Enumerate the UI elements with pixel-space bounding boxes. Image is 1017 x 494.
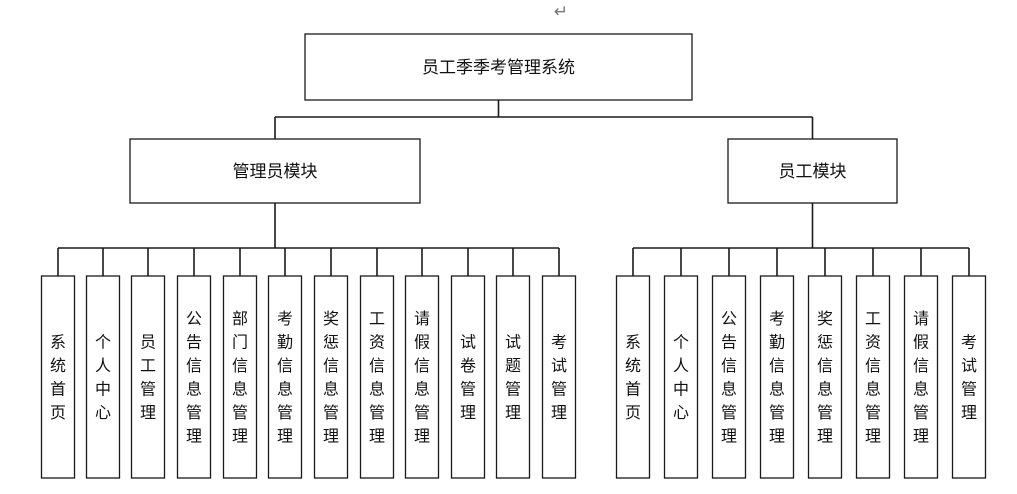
- leaf-node-0-7-frame: [359, 275, 395, 479]
- leaf-node-0-3-label: 公告信息管理: [186, 309, 202, 446]
- leaf-node-1-0-label: 系统首页: [625, 333, 641, 423]
- module-node-1-frame: [727, 138, 898, 204]
- leaf-node-0-1: 个人中心: [85, 275, 121, 479]
- leaf-node-1-0: 系统首页: [615, 275, 651, 479]
- leaf-node-0-7: 工资信息管理: [359, 275, 395, 479]
- leaf-node-1-5-label: 工资信息管理: [865, 309, 881, 446]
- leaf-node-1-1-label: 个人中心: [673, 333, 689, 423]
- leaf-node-0-0-label: 系统首页: [50, 333, 66, 423]
- leaf-node-1-7-frame: [951, 275, 987, 479]
- leaf-node-1-1: 个人中心: [663, 275, 699, 479]
- leaf-node-1-6-label: 请假信息管理: [913, 309, 929, 446]
- leaf-node-1-7: 考试管理: [951, 275, 987, 479]
- leaf-node-1-2-frame: [711, 275, 747, 479]
- root-node: 员工季季考管理系统: [304, 33, 693, 101]
- leaf-node-0-0: 系统首页: [40, 275, 76, 479]
- leaf-node-0-10-frame: [495, 275, 531, 479]
- leaf-node-0-10: 试题管理: [495, 275, 531, 479]
- paragraph-mark-icon: ↵: [554, 2, 568, 22]
- leaf-node-0-0-frame: [40, 275, 76, 479]
- leaf-node-1-6-frame: [903, 275, 939, 479]
- leaf-node-0-8-frame: [404, 275, 440, 479]
- module-node-0: 管理员模块: [129, 138, 421, 204]
- leaf-node-0-5-label: 考勤信息管理: [277, 309, 293, 446]
- leaf-node-1-0-frame: [615, 275, 651, 479]
- leaf-node-1-2: 公告信息管理: [711, 275, 747, 479]
- module-node-1: 员工模块: [727, 138, 898, 204]
- leaf-node-0-7-label: 工资信息管理: [369, 309, 385, 446]
- leaf-node-1-6: 请假信息管理: [903, 275, 939, 479]
- leaf-node-0-3-frame: [176, 275, 212, 479]
- leaf-node-1-4-frame: [807, 275, 843, 479]
- leaf-node-0-9-frame: [450, 275, 486, 479]
- leaf-node-1-2-label: 公告信息管理: [721, 309, 737, 446]
- leaf-node-0-1-label: 个人中心: [95, 333, 111, 423]
- leaf-node-0-11-label: 考试管理: [551, 333, 567, 423]
- leaf-node-1-1-frame: [663, 275, 699, 479]
- leaf-node-1-5-frame: [855, 275, 891, 479]
- module-node-1-label: 员工模块: [779, 162, 847, 182]
- leaf-node-0-5: 考勤信息管理: [267, 275, 303, 479]
- leaf-node-0-1-frame: [85, 275, 121, 479]
- leaf-node-1-3-label: 考勤信息管理: [769, 309, 785, 446]
- leaf-node-0-9: 试卷管理: [450, 275, 486, 479]
- leaf-node-1-4-label: 奖惩信息管理: [817, 309, 833, 446]
- leaf-node-0-6-frame: [313, 275, 349, 479]
- leaf-node-0-11: 考试管理: [541, 275, 577, 479]
- leaf-node-0-8: 请假信息管理: [404, 275, 440, 479]
- leaf-node-0-4-frame: [222, 275, 258, 479]
- leaf-node-0-6-label: 奖惩信息管理: [323, 309, 339, 446]
- leaf-node-0-11-frame: [541, 275, 577, 479]
- leaf-node-0-2-label: 员工管理: [140, 333, 156, 423]
- leaf-node-0-3: 公告信息管理: [176, 275, 212, 479]
- leaf-node-1-3: 考勤信息管理: [759, 275, 795, 479]
- leaf-node-0-2-frame: [130, 275, 166, 479]
- leaf-node-0-6: 奖惩信息管理: [313, 275, 349, 479]
- leaf-node-0-9-label: 试卷管理: [460, 333, 476, 423]
- leaf-node-1-7-label: 考试管理: [961, 333, 977, 423]
- leaf-node-0-10-label: 试题管理: [505, 333, 521, 423]
- root-node-frame: [304, 33, 693, 101]
- leaf-node-1-5: 工资信息管理: [855, 275, 891, 479]
- leaf-node-1-4: 奖惩信息管理: [807, 275, 843, 479]
- leaf-node-0-8-label: 请假信息管理: [414, 309, 430, 446]
- leaf-node-1-3-frame: [759, 275, 795, 479]
- leaf-node-0-4-label: 部门信息管理: [232, 309, 248, 446]
- leaf-node-0-4: 部门信息管理: [222, 275, 258, 479]
- leaf-node-0-5-frame: [267, 275, 303, 479]
- module-node-0-label: 管理员模块: [233, 162, 318, 182]
- module-node-0-frame: [129, 138, 421, 204]
- leaf-node-0-2: 员工管理: [130, 275, 166, 479]
- root-node-label: 员工季季考管理系统: [422, 58, 575, 78]
